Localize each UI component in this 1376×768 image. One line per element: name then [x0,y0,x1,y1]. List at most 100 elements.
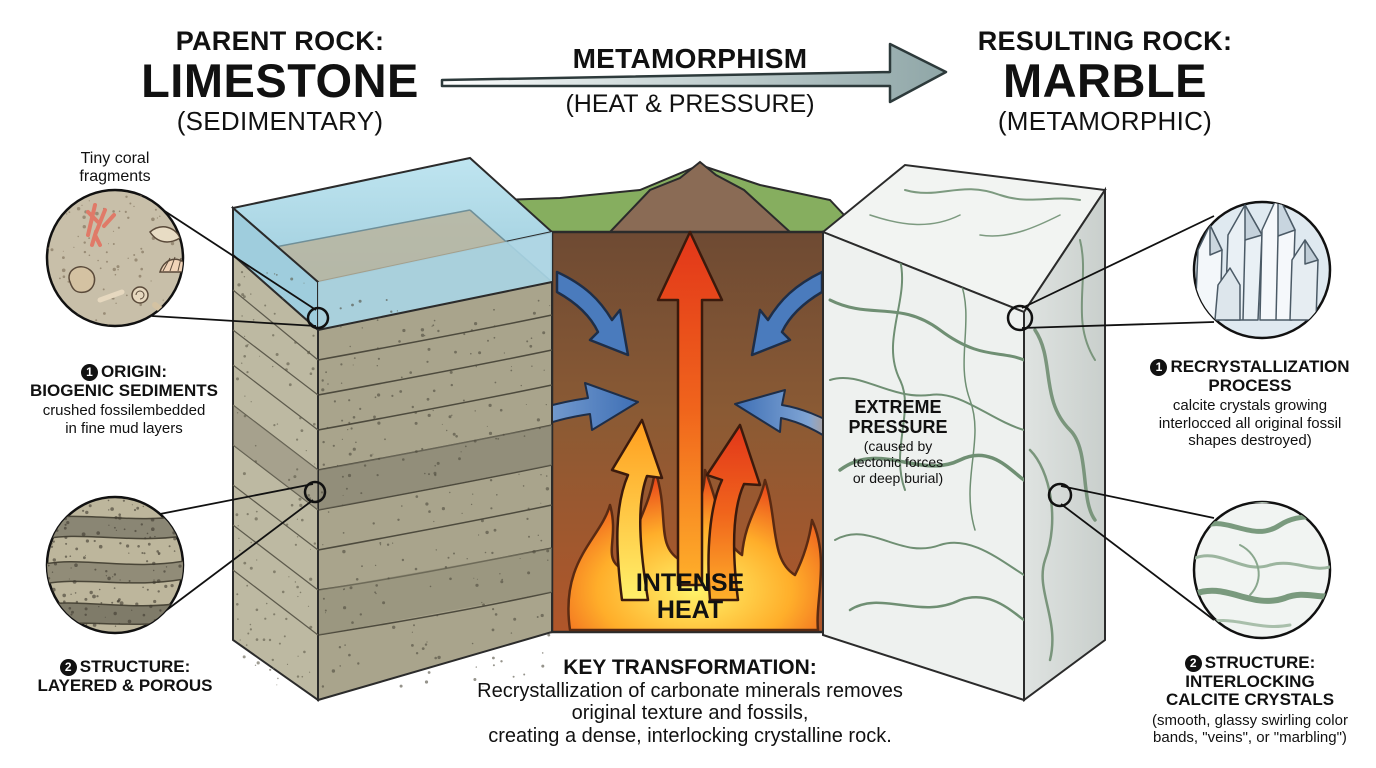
texture-speckle [105,575,107,577]
texture-speckle [297,595,299,598]
texture-speckle [342,494,344,496]
texture-speckle [84,554,86,556]
texture-speckle [342,532,345,534]
texture-speckle [421,447,424,451]
texture-speckle [127,257,129,259]
texture-speckle [118,622,120,624]
texture-speckle [74,563,78,567]
texture-speckle [541,664,545,668]
texture-speckle [455,435,458,438]
texture-speckle [108,524,110,526]
texture-speckle [156,322,160,326]
texture-speckle [108,509,110,511]
texture-speckle [254,460,257,463]
texture-speckle [51,522,55,526]
texture-speckle [305,450,307,452]
texture-speckle [88,254,91,257]
texture-speckle [265,602,268,605]
texture-speckle [435,549,437,551]
texture-speckle [170,503,174,507]
texture-speckle [372,453,374,455]
texture-speckle [69,510,71,512]
heat-arrow-icon [610,418,664,602]
texture-speckle [397,518,400,521]
texture-speckle [510,632,513,634]
texture-speckle [77,313,79,315]
texture-speckle [255,608,259,612]
texture-speckle [112,267,117,272]
texture-speckle [119,601,124,605]
texture-speckle [141,552,144,554]
texture-speckle [300,429,304,432]
texture-speckle [492,656,495,660]
texture-speckle [92,623,97,627]
texture-speckle [309,671,311,673]
texture-speckle [237,283,241,287]
texture-speckle [119,542,122,545]
texture-speckle [314,463,315,465]
texture-speckle [390,310,393,313]
texture-speckle [470,503,473,506]
texture-speckle [111,601,114,604]
texture-speckle [256,559,258,561]
texture-speckle [528,535,530,538]
texture-speckle [151,321,153,324]
texture-speckle [432,389,436,393]
texture-speckle [326,426,329,429]
texture-speckle [537,534,539,536]
texture-speckle [97,259,99,262]
texture-speckle [420,328,425,332]
texture-speckle [49,323,52,325]
texture-speckle [92,594,96,599]
texture-speckle [256,661,260,665]
texture-speckle [433,520,435,523]
texture-speckle [55,194,58,198]
texture-speckle [530,337,533,340]
texture-speckle [529,344,533,348]
texture-speckle [376,474,379,477]
key-transformation: KEY TRANSFORMATION: Recrystallization of… [477,656,903,748]
texture-speckle [424,680,429,684]
texture-speckle [51,587,56,592]
texture-speckle [137,545,140,548]
texture-speckle [425,502,429,506]
texture-speckle [377,393,381,397]
texture-speckle [152,580,156,585]
texture-speckle [52,540,55,543]
texture-speckle [358,299,362,303]
texture-speckle [349,345,351,348]
texture-speckle [355,578,359,581]
texture-speckle [70,593,72,595]
texture-speckle [392,625,396,629]
texture-speckle [342,549,346,554]
texture-speckle [437,655,441,660]
texture-speckle [374,591,376,594]
texture-speckle [493,325,496,328]
parent-rock-label: PARENT ROCK: [175,26,385,56]
texture-speckle [542,331,546,335]
texture-speckle [84,613,87,616]
texture-speckle [384,438,386,441]
texture-speckle [446,429,448,432]
texture-speckle [322,597,325,600]
texture-speckle [447,556,450,559]
texture-speckle [159,215,161,217]
texture-speckle [537,299,540,302]
texture-speckle [250,541,252,544]
texture-speckle [133,254,136,256]
texture-speckle [142,613,146,617]
texture-speckle [545,475,548,477]
texture-speckle [158,502,162,506]
texture-speckle [547,633,551,637]
texture-speckle [147,542,151,546]
texture-speckle [47,538,50,542]
texture-speckle [311,367,315,371]
texture-speckle [243,276,246,278]
texture-speckle [259,355,261,357]
texture-speckle [114,273,117,276]
texture-speckle [436,461,440,465]
texture-speckle [285,368,288,371]
texture-speckle [426,360,429,363]
texture-speckle [432,324,435,327]
texture-speckle [486,425,488,427]
